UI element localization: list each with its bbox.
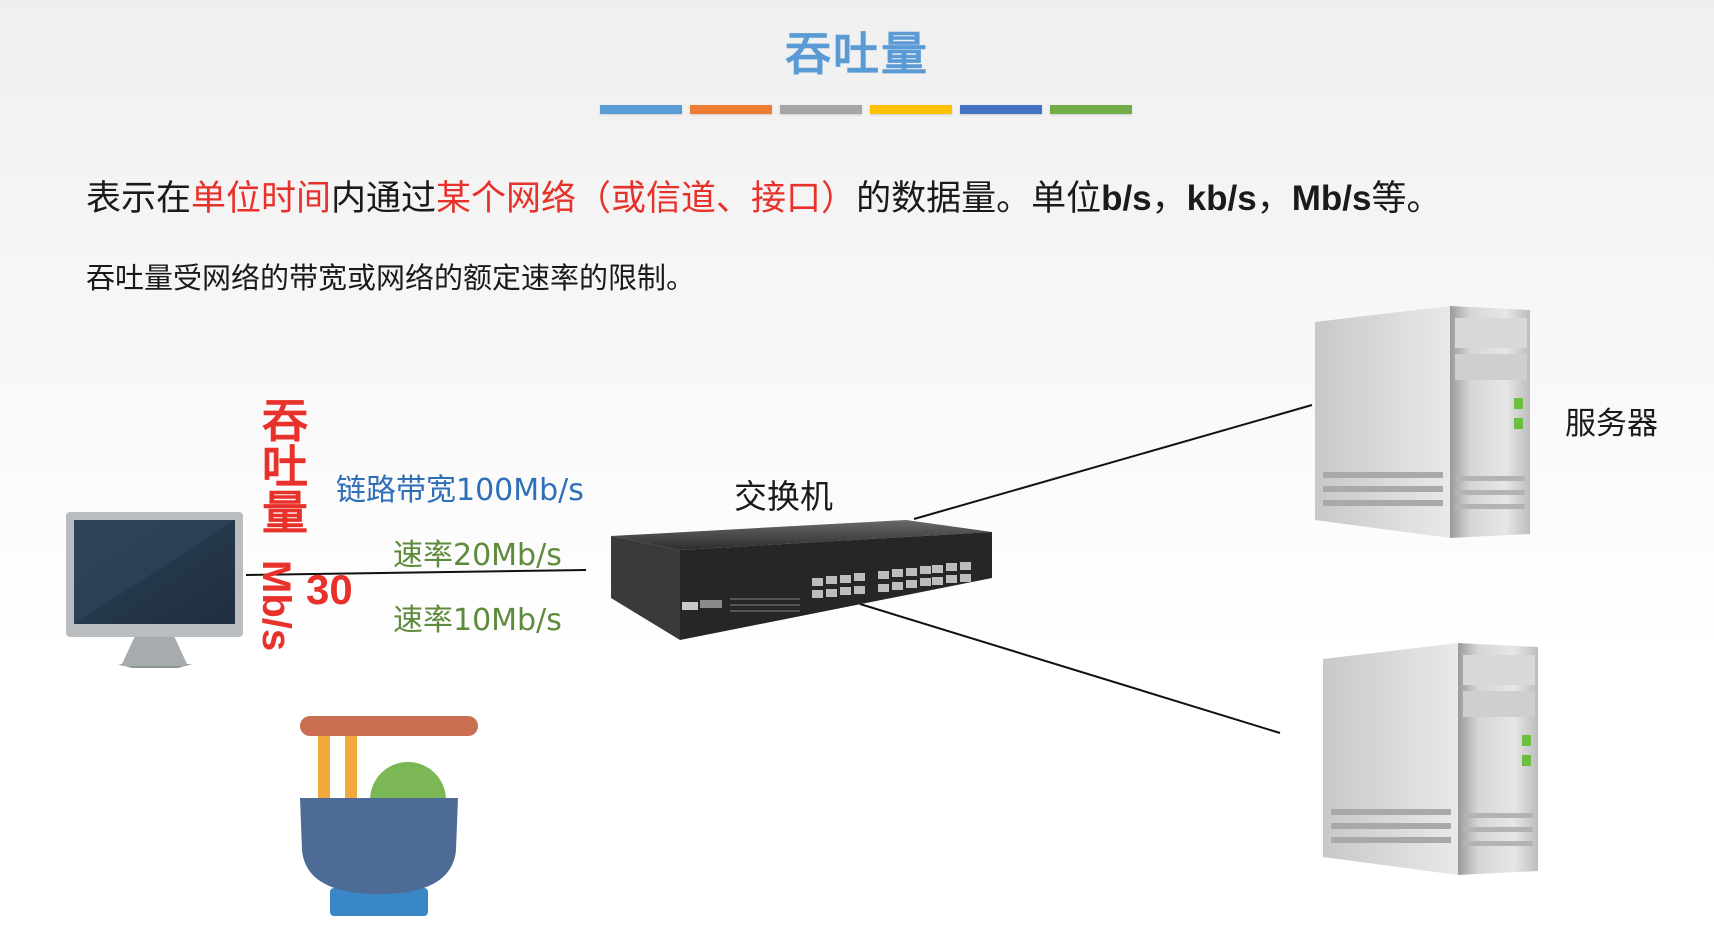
noodle-bowl-icon — [300, 716, 478, 916]
throughput-char: 量 — [256, 490, 314, 536]
rate-10-label: 速率10Mb/s — [393, 595, 562, 639]
throughput-char: 吐 — [256, 444, 314, 490]
switch-icon — [611, 520, 992, 640]
link-line-switch-server-1 — [914, 405, 1312, 519]
server-icon-2 — [1323, 643, 1538, 875]
server-icon-1 — [1315, 306, 1530, 538]
bandwidth-label: 链路带宽100Mb/s — [336, 465, 584, 509]
throughput-number: 30 — [306, 560, 353, 620]
throughput-unit: Mb/s — [254, 560, 298, 651]
rate-20-label: 速率20Mb/s — [393, 530, 562, 574]
throughput-label: 吞 吐 量 — [256, 398, 314, 536]
switch-label: 交换机 — [734, 470, 833, 518]
throughput-char: 吞 — [256, 398, 314, 444]
monitor-icon — [66, 512, 243, 668]
server-label: 服务器 — [1565, 398, 1658, 443]
link-line-switch-server-2 — [860, 604, 1280, 733]
